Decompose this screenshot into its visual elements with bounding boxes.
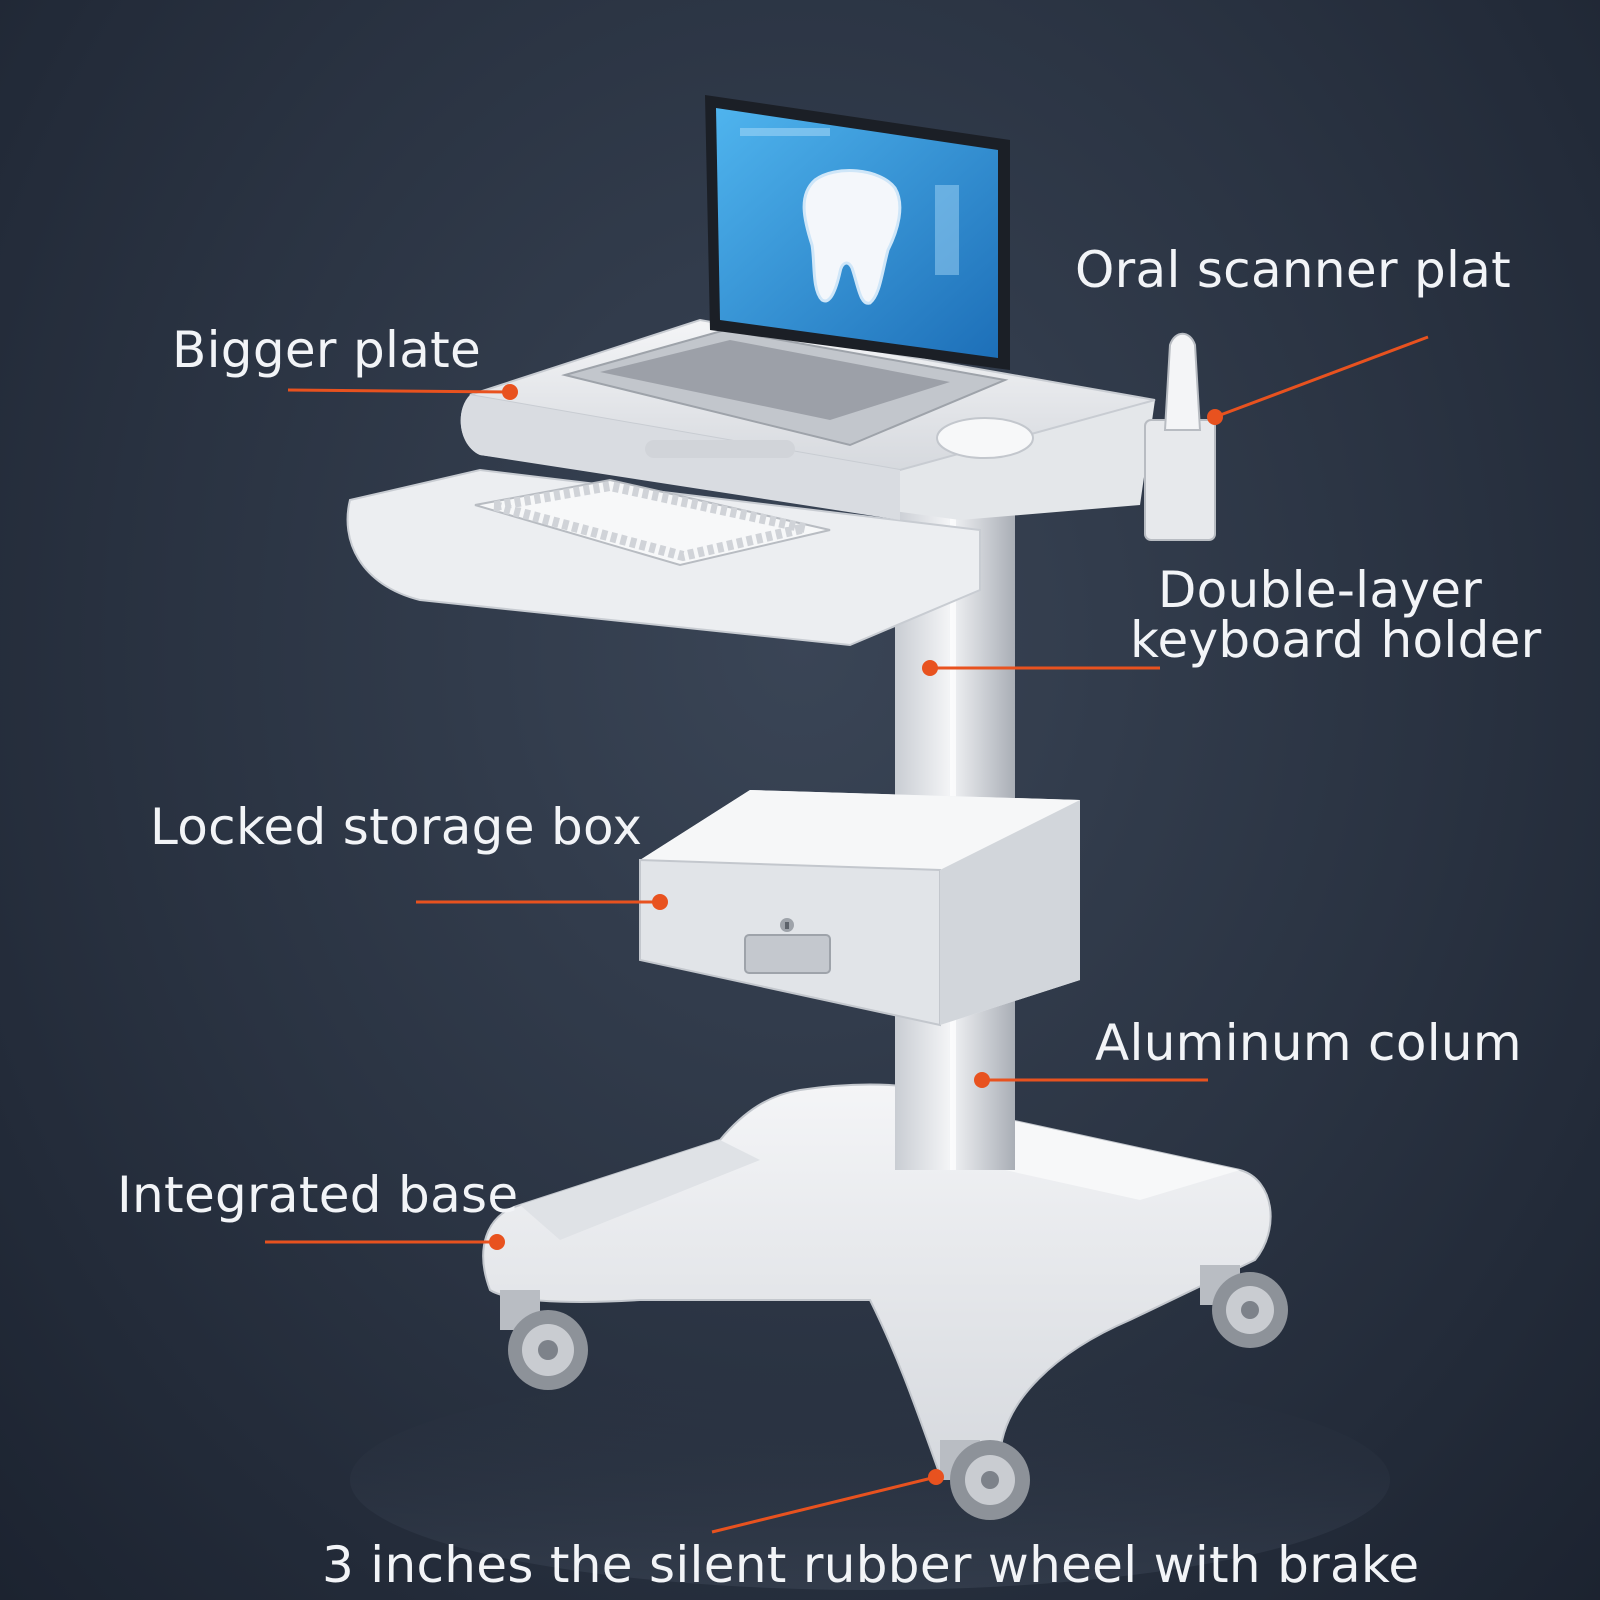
callout-dot-storage-box <box>652 894 668 910</box>
callout-line-oral-scanner <box>1214 335 1429 419</box>
label-oral-scanner-plat: Oral scanner plat <box>1075 241 1512 299</box>
locked-storage-box <box>639 790 1080 1027</box>
label-rubber-wheel: 3 inches the silent rubber wheel with br… <box>322 1536 1420 1594</box>
caster-wheel-right <box>1200 1265 1288 1348</box>
drawer-handle <box>744 934 831 974</box>
callout-dot-rubber-wheel <box>928 1469 944 1485</box>
callouts <box>265 335 1429 1534</box>
callout-dot-keyboard-holder <box>922 660 938 676</box>
callout-dot-aluminum-colum <box>974 1072 990 1088</box>
label-locked-storage-box: Locked storage box <box>150 798 643 856</box>
tooth-icon <box>802 169 902 305</box>
label-keyboard-holder: keyboard holder <box>1130 611 1542 669</box>
oral-scanner-holder <box>1144 332 1216 541</box>
callout-dot-oral-scanner <box>1207 409 1223 425</box>
label-integrated-base: Integrated base <box>117 1166 519 1224</box>
label-bigger-plate: Bigger plate <box>172 321 482 379</box>
oral-scanner <box>1163 332 1202 431</box>
callout-line-bigger-plate <box>287 388 511 394</box>
callout-dot-bigger-plate <box>502 384 518 400</box>
mouse <box>936 417 1034 459</box>
keyboard-tray <box>346 468 981 647</box>
plate-handle-slot <box>645 440 795 458</box>
caster-wheel-front <box>940 1440 1030 1520</box>
label-double-layer: Double-layer <box>1157 561 1483 619</box>
caster-wheel-left <box>500 1290 588 1390</box>
label-aluminum-colum: Aluminum colum <box>1095 1014 1522 1072</box>
lock-icon <box>780 918 794 932</box>
callout-dot-integrated-base <box>489 1234 505 1250</box>
integrated-base <box>482 1083 1272 1477</box>
laptop <box>561 95 1010 447</box>
callout-line-rubber-wheel <box>711 1475 937 1534</box>
floor-reflection <box>350 1370 1390 1590</box>
